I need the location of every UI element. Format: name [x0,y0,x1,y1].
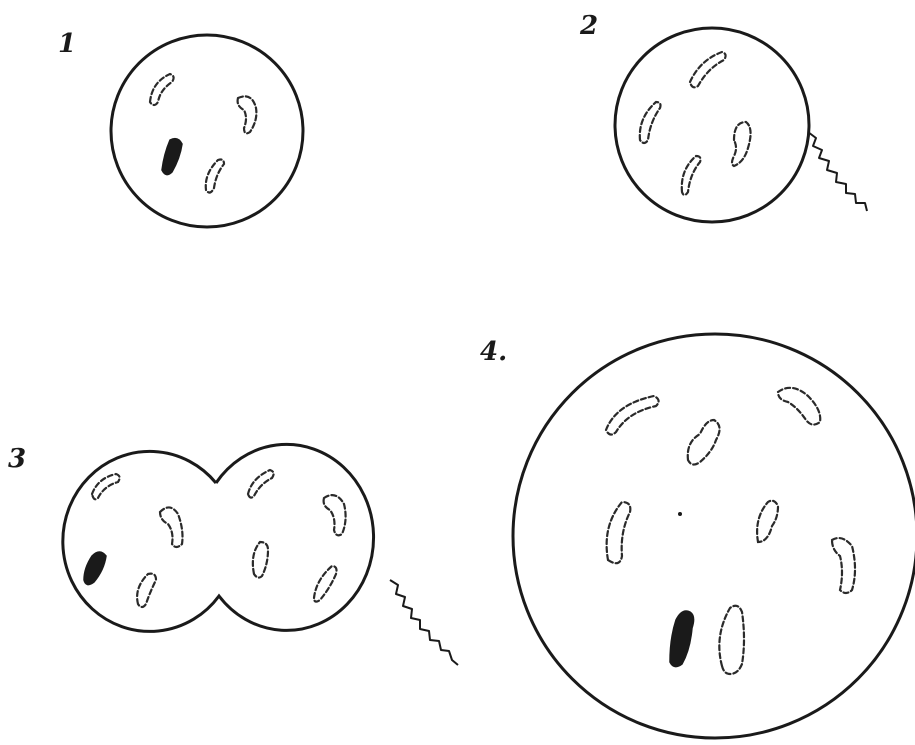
cell-wall [513,334,915,738]
dark-inclusion-body [84,552,106,585]
panel-label-2: 2 [579,11,598,41]
inclusion-body [682,156,701,195]
panel-label-3: 3 [8,444,26,474]
inclusion-body [778,388,820,425]
panel-1: 1 [58,29,303,227]
inclusion-body [640,102,661,143]
flagellum [390,580,458,665]
inclusion-body [832,538,855,593]
inclusion-body [150,74,174,105]
cell-wall [111,35,303,227]
dividing-cell-wall [63,444,374,631]
inclusion-body [314,566,337,602]
inclusion-body [606,396,659,435]
panel-label-4: 4. [480,337,507,367]
inclusion-body [757,501,778,542]
dark-inclusion-body [670,611,694,667]
panel-4: 4. [480,334,915,738]
inclusion-body [238,96,257,133]
panel-3: 3 [8,444,458,665]
dark-inclusion-body [162,139,182,175]
panel-2: 2 [579,11,867,222]
inclusion-body [607,502,631,563]
inclusion-body [248,470,274,498]
inclusion-body [690,52,726,87]
panel-label-1: 1 [58,29,76,59]
inclusion-body [206,160,224,193]
inclusion-body [324,495,346,535]
speck [678,512,682,516]
inclusion-body [688,420,720,465]
inclusion-body [137,574,156,607]
inclusion-body [719,606,744,674]
inclusion-body [732,122,751,166]
inclusion-body [253,542,268,578]
flagellum [808,132,867,211]
inclusion-body [92,474,120,499]
inclusion-body [160,507,183,547]
